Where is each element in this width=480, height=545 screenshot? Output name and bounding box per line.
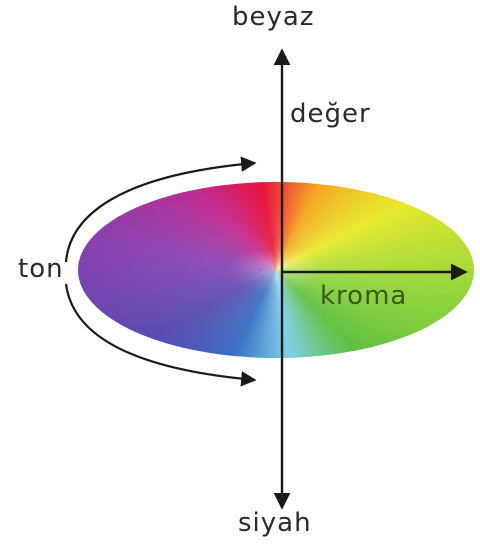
chroma-label: kroma <box>320 283 407 309</box>
black-label: siyah <box>238 510 312 536</box>
hue-label: ton <box>18 256 64 282</box>
value-axis-label: değer <box>290 101 371 127</box>
hue-disc-highlight <box>78 182 474 358</box>
white-label: beyaz <box>232 4 314 30</box>
